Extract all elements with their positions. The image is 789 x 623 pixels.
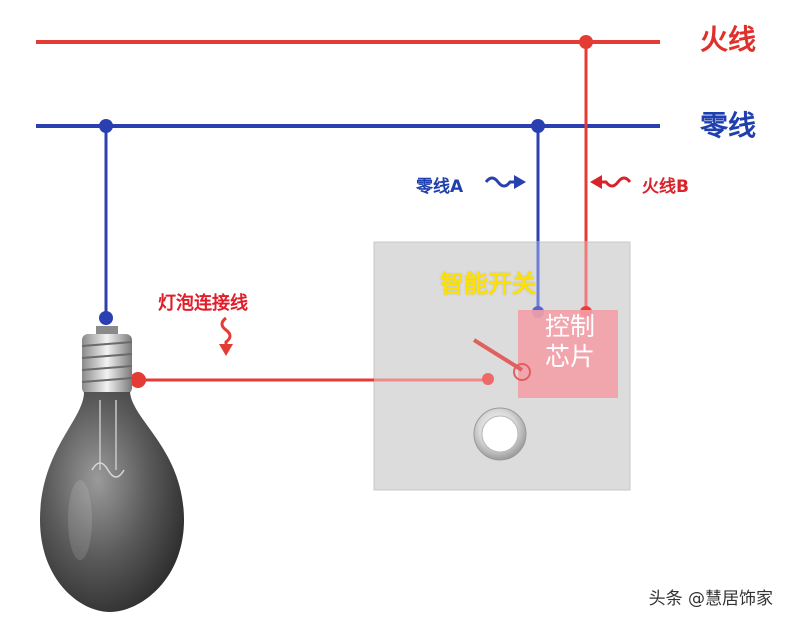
junction-neutral-bulb: [99, 119, 113, 133]
live-b-label: 火线B: [642, 177, 689, 197]
switch-contact: [482, 373, 494, 385]
switch-pivot: [513, 363, 531, 381]
tilde-wave-icon: [220, 316, 232, 348]
live-line-label: 火线: [700, 23, 757, 56]
neutral-a-label: 零线A: [416, 177, 464, 197]
tilde-wave-icon: [484, 176, 516, 188]
smart-switch-label: 智能开关: [440, 270, 536, 298]
junction-live-b: [579, 35, 593, 49]
control-chip: [518, 310, 618, 398]
arrow-icon: [590, 175, 602, 189]
neutral-line-label: 零线: [700, 109, 757, 142]
watermark: 头条 @慧居饰家: [648, 589, 773, 609]
arrow-icon: [514, 175, 526, 189]
junction-neutral-a: [531, 119, 545, 133]
button-inner: [481, 415, 519, 453]
switch-lever: [472, 338, 524, 372]
junction-bulb-top: [99, 311, 113, 325]
junction-bulb-side: [130, 372, 146, 388]
light-bulb-icon: [40, 326, 184, 612]
control-chip-label: 控制芯片: [544, 312, 595, 371]
arrow-down-icon: [219, 344, 233, 356]
tilde-wave-icon: [600, 176, 632, 188]
bulb-wire-label: 灯泡连接线: [158, 293, 248, 314]
